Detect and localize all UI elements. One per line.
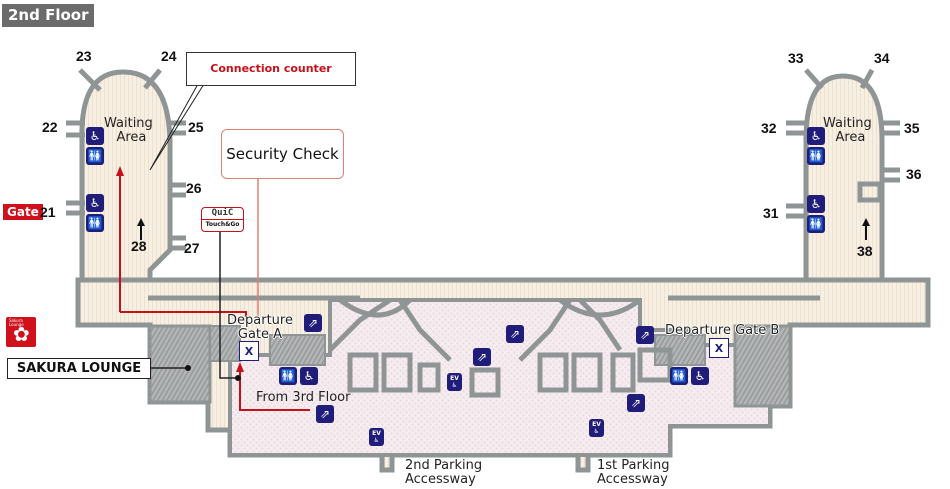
gate-26[interactable]: 26 <box>186 180 202 196</box>
departure-gate-a-label: Departure Gate A <box>227 314 293 342</box>
wheelchair-icon[interactable]: ♿ <box>691 367 709 385</box>
departure-gate-a-line1: Departure <box>227 313 293 328</box>
wheelchair-icon[interactable]: ♿ <box>807 127 825 145</box>
from-3rd-floor-label: From 3rd Floor <box>256 390 351 405</box>
escalator-icon[interactable]: ⇗ <box>304 314 322 332</box>
route-lines <box>116 83 870 411</box>
wheelchair-icon[interactable]: ♿ <box>300 367 318 385</box>
shop-blocks <box>328 297 673 398</box>
parking-1-line1: 1st Parking <box>597 458 670 473</box>
parking-1-label: 1st Parking Accessway <box>597 459 669 487</box>
gate-38[interactable]: 38 <box>857 243 873 259</box>
gate-24[interactable]: 24 <box>161 48 177 64</box>
gate-25[interactable]: 25 <box>188 119 204 135</box>
waiting-area-right-line1: Waiting <box>823 116 872 131</box>
wheelchair-icon[interactable]: ♿ <box>86 127 104 145</box>
elevator-icon[interactable]: EV♿ <box>369 428 384 446</box>
wheelchair-icon[interactable]: ♿ <box>86 194 104 212</box>
restroom-icon[interactable]: 🚻 <box>807 147 825 165</box>
escalator-icon[interactable]: ⇗ <box>627 394 645 412</box>
sakura-flower-icon: ✿ <box>13 322 30 346</box>
restroom-icon[interactable]: 🚻 <box>86 214 104 232</box>
floor-label: 2nd Floor <box>2 4 95 27</box>
gate-33[interactable]: 33 <box>788 50 804 66</box>
gate-35[interactable]: 35 <box>904 120 920 136</box>
waiting-area-left-line1: Waiting <box>104 116 153 131</box>
sakura-lounge-area <box>148 324 212 404</box>
connection-counter-callout[interactable]: Connection counter <box>186 52 356 86</box>
gate-23[interactable]: 23 <box>76 48 92 64</box>
wheelchair-icon[interactable]: ♿ <box>807 195 825 213</box>
xray-icon[interactable]: X <box>709 338 729 358</box>
gate-tag: Gate <box>3 204 43 220</box>
left-pier <box>66 68 186 304</box>
gate-21[interactable]: 21 <box>40 204 56 220</box>
escalator-icon[interactable]: ⇗ <box>506 325 524 343</box>
sakura-lounge-callout[interactable]: SAKURA LOUNGE <box>7 358 151 379</box>
quic-touch-go-badge[interactable]: QuiC Touch&Go <box>201 207 244 232</box>
gate-34[interactable]: 34 <box>874 50 890 66</box>
waiting-area-left-line2: Area <box>116 130 147 145</box>
parking-2-line1: 2nd Parking <box>405 458 483 473</box>
gate-36[interactable]: 36 <box>906 166 922 182</box>
elevator-icon[interactable]: EV♿ <box>447 373 462 391</box>
right-pier <box>786 68 900 303</box>
xray-icon[interactable]: X <box>239 341 259 361</box>
sakura-lounge-logo: Sakura Lounge ✿ <box>6 317 36 347</box>
gate-27[interactable]: 27 <box>184 240 200 256</box>
gate-32[interactable]: 32 <box>761 120 777 136</box>
departure-gate-a-line2: Gate A <box>237 327 283 342</box>
escalator-icon[interactable]: ⇗ <box>636 326 654 344</box>
restroom-icon[interactable]: 🚻 <box>670 367 688 385</box>
gate-28[interactable]: 28 <box>131 238 147 254</box>
waiting-area-left: Waiting Area <box>104 117 153 145</box>
sakura-logo-text: Sakura Lounge <box>9 318 24 327</box>
parking-1-line2: Accessway <box>597 472 668 487</box>
parking-2-label: 2nd Parking Accessway <box>405 459 482 487</box>
escalator-icon[interactable]: ⇗ <box>473 348 491 366</box>
quic-label: QuiC <box>211 208 234 218</box>
waiting-area-right: Waiting Area <box>823 117 872 145</box>
elevator-icon[interactable]: EV♿ <box>589 419 604 437</box>
restroom-icon[interactable]: 🚻 <box>279 367 297 385</box>
touch-go-label: Touch&Go <box>202 219 243 229</box>
gate-31[interactable]: 31 <box>763 205 779 221</box>
ev-label: EV <box>592 421 601 428</box>
ev-label: EV <box>372 430 381 437</box>
escalator-icon[interactable]: ⇗ <box>316 405 334 423</box>
gate-22[interactable]: 22 <box>42 119 58 135</box>
parking-2-line2: Accessway <box>405 472 476 487</box>
restroom-icon[interactable]: 🚻 <box>807 215 825 233</box>
security-check-callout[interactable]: Security Check <box>221 129 344 179</box>
restroom-icon[interactable]: 🚻 <box>86 147 104 165</box>
waiting-area-right-line2: Area <box>835 130 866 145</box>
ev-label: EV <box>450 375 459 382</box>
departure-gate-b-label: Departure Gate B <box>665 323 780 338</box>
